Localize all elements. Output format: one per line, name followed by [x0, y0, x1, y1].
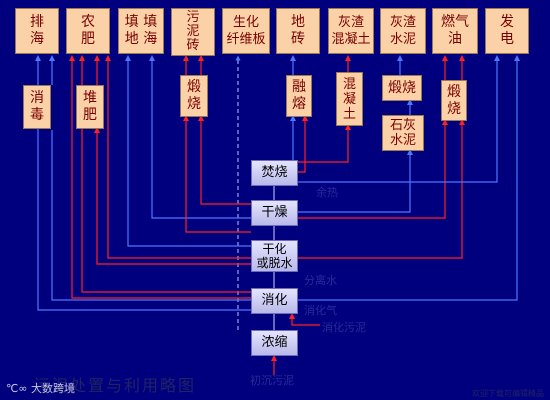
top-box-label: 排 海 [30, 14, 44, 47]
process-label: 干化 或脱水 [256, 242, 293, 270]
inter-box-label: 煅 烧 [447, 83, 461, 117]
top-box-fuel-oil: 燃气 油 [432, 8, 478, 54]
inter-box-calcine-1: 煅 烧 [180, 75, 208, 117]
top-box-label: 污 泥 砖 [186, 10, 200, 53]
inter-box-melt: 融 熔 [286, 75, 312, 117]
label-primary-sludge: 初沉污泥 [250, 374, 294, 387]
inter-box-label: 堆 肥 [83, 90, 97, 123]
top-box-label: 农 肥 [81, 14, 95, 47]
top-box-discharge: 排 海 [15, 8, 59, 54]
process-digest: 消化 [251, 288, 298, 314]
inter-box-label: 消 毒 [30, 90, 44, 123]
logo-icon: ℃∞ [6, 382, 32, 395]
top-box-brick: 污 泥 砖 [171, 8, 215, 56]
top-box-label: 生化 纤维板 [226, 15, 266, 47]
logo: ℃∞ 大数跨境 [6, 380, 75, 396]
process-thicken: 浓缩 [251, 330, 298, 356]
top-box-label: 灰渣 水泥 [389, 15, 416, 47]
process-label: 浓缩 [261, 335, 288, 350]
process-label: 消化 [261, 293, 288, 308]
top-box-tile: 地 砖 [276, 8, 320, 54]
diagram-title: 污泥处置与利用略图 [34, 376, 197, 395]
top-box-landfill: 填 填 地 海 [118, 8, 164, 54]
top-box-ash-cement: 灰渣 水泥 [380, 8, 426, 54]
top-box-ash-concrete: 灰渣 混凝土 [328, 8, 374, 54]
label-digestion-gas: 消化气 [304, 304, 337, 317]
inter-box-label: 融 熔 [292, 79, 306, 112]
label-separated-water: 分离水 [304, 274, 337, 287]
top-box-label: 灰渣 混凝土 [331, 15, 371, 47]
inter-box-label: 石灰 水泥 [389, 118, 416, 148]
inter-box-calcine-3: 煅 烧 [441, 80, 467, 121]
inter-box-lime-cement: 石灰 水泥 [382, 115, 424, 151]
logo-text: 大数跨境 [31, 382, 76, 395]
inter-box-calcine-2: 煅烧 [382, 75, 422, 101]
process-dry: 干燥 [251, 200, 298, 226]
top-box-label: 填 填 地 海 [124, 14, 158, 47]
inter-box-concrete: 混 凝 土 [336, 72, 363, 126]
inter-box-label: 混 凝 土 [342, 76, 356, 122]
top-box-fertilizer: 农 肥 [66, 8, 110, 54]
top-box-fiberboard: 生化 纤维板 [222, 8, 270, 54]
top-box-label: 发 电 [500, 14, 514, 47]
process-label: 焚烧 [261, 165, 288, 180]
inter-box-compost: 堆 肥 [76, 85, 104, 129]
inter-box-disinfect: 消 毒 [23, 85, 51, 129]
inter-box-label: 煅 烧 [187, 79, 201, 112]
process-incinerate: 焚烧 [251, 160, 298, 186]
top-box-label: 燃气 油 [441, 14, 469, 47]
inter-box-label: 煅烧 [388, 79, 416, 96]
top-box-label: 地 砖 [291, 14, 305, 47]
process-label: 干燥 [261, 205, 288, 220]
top-box-power: 发 电 [485, 8, 529, 54]
process-dehydrate: 干化 或脱水 [251, 240, 298, 272]
label-waste-heat: 余热 [316, 186, 338, 199]
label-digested-sludge: 消化污泥 [322, 321, 366, 334]
corner-note: 欢迎下载可编辑精品 [472, 389, 544, 398]
